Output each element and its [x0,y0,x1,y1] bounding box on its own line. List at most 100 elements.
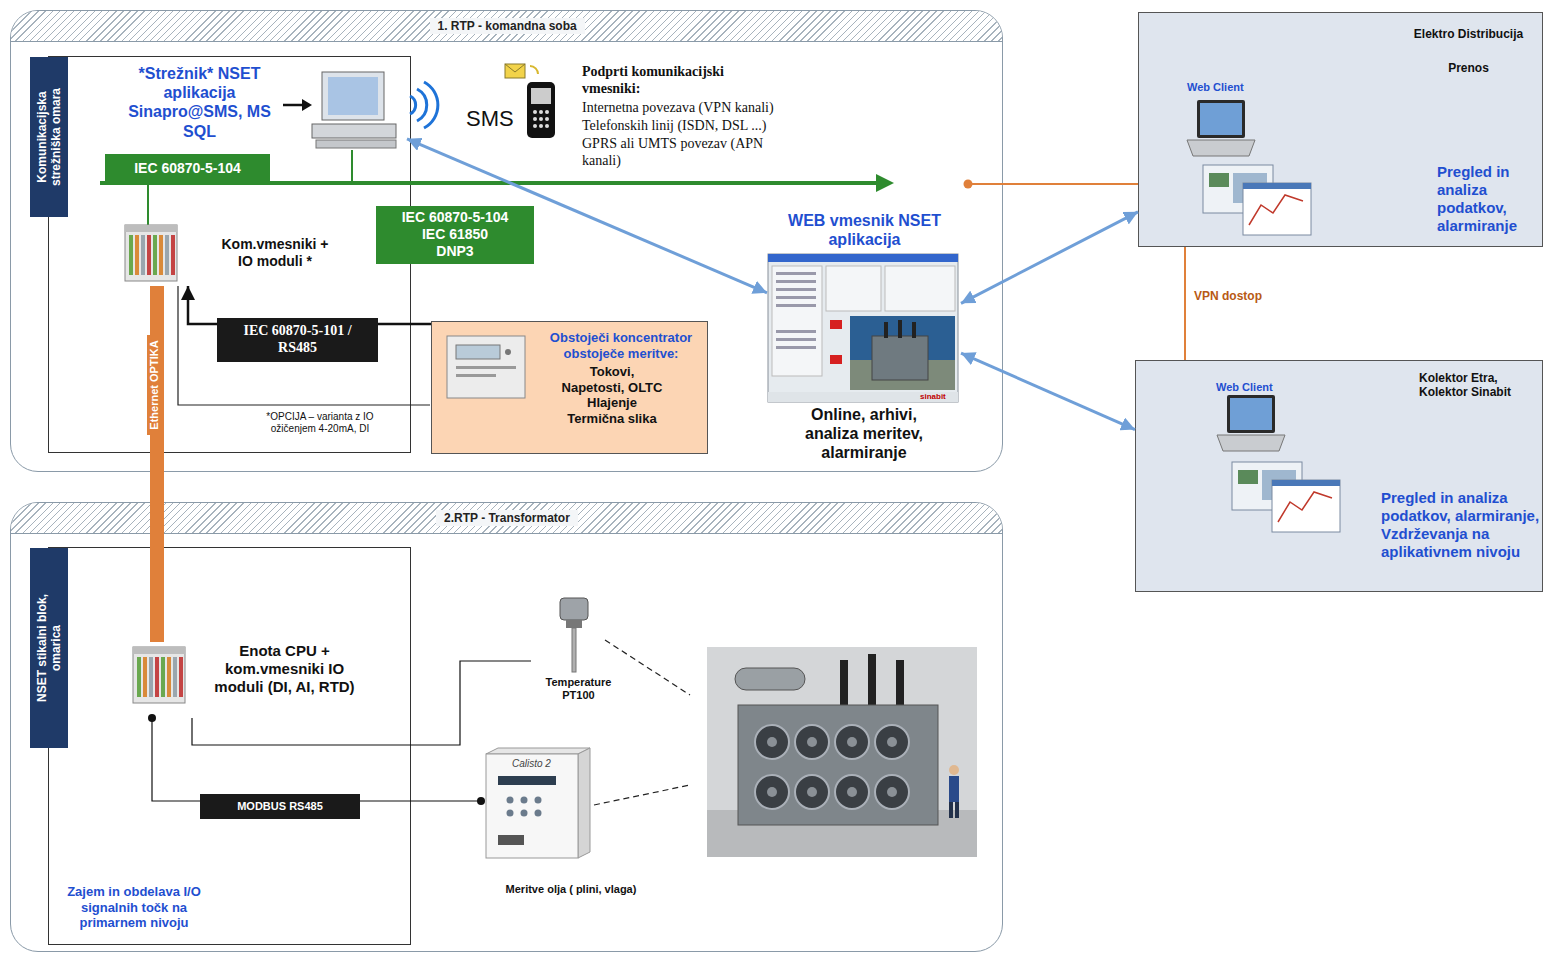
node-text: WEB vmesnik NSET aplikacija [787,211,942,249]
node-text: Online, arhivi, analiza meritev, alarmir… [789,405,939,463]
text-slot: MODBUS RS485 [200,794,360,819]
text-slot: *OPCIJA – varianta z IO ožičenjem 4-20mA… [245,411,395,435]
annotation-label: sinabit [920,392,946,402]
node-text: Pregled in analiza podatkov, alarmiranje [1437,163,1542,235]
connector-label: IEC 60870-5-101 / RS485 [217,318,378,362]
node-text: Tokovi, Napetosti, OLTC Hlajenje Termičn… [557,364,667,426]
text-slot: Meritve olja ( plini, vlaga) [481,883,661,896]
connector [1184,247,1186,360]
text-slot: Zajem in obdelava I/O signalnih točk na … [59,884,209,931]
wireless-symbol [410,82,438,128]
annotation-label: Podprti komunikacijski vmesniki: [582,64,757,98]
text-slot: Prenos [1401,61,1536,75]
text-slot: Internetna povezava (VPN kanali) [582,100,822,117]
bus-drop [351,150,353,183]
text-slot: Temperature PT100 [531,676,626,702]
text-slot: Kom.vmesniki + IO moduli * [214,236,336,270]
node-text: *Strežnik* NSET aplikacija Sinapro@SMS, … [112,64,287,141]
text-slot: Telefonskih linij (ISDN, DSL ...) [582,118,822,135]
junction-dot [964,180,973,189]
region-title: 1. RTP - komandna soba [430,18,585,34]
node-text: IEC 61850 [376,226,534,243]
text-slot: Web Client [1216,381,1316,394]
junction-dot [477,797,485,805]
bus-arrowhead [876,174,894,192]
node-text: Temperature PT100 [531,676,626,702]
web-application-screenshot [768,254,958,402]
annotation-label: Calisto 2 [512,758,551,770]
cabinet-tab: NSET stikalni blok, omarica [30,548,68,748]
text-slot: Podprti komunikacijski vmesniki: [582,64,757,98]
optional-io-wire [178,286,430,405]
node-text: Kom.vmesniki + IO moduli * [214,236,336,270]
text-slot: Pregled in analiza podatkov, alarmiranje [1437,163,1542,235]
node-text: IEC 60870-5-104 [376,209,534,226]
text-slot: GPRS ali UMTS povezav (APN kanali) [582,136,787,170]
node-text: DNP3 [376,243,534,260]
node-text: Prenos [1401,61,1536,75]
node-text: Obstoječi koncentrator obstoječe meritve… [537,330,705,361]
text-slot: VPN dostop [1192,288,1264,304]
ethernet-bus [100,150,894,225]
text-slot: Enota CPU + kom.vmesniki IO moduli (DI, … [212,642,357,696]
text-slot: NSET stikalni blok, omarica [0,629,149,667]
text-slot: SMS [466,106,514,132]
junction-dot [148,714,156,722]
node-text: Enota CPU + kom.vmesniki IO moduli (DI, … [212,642,357,696]
text-slot: Komunikacijska strežniška omara [0,118,129,156]
text-slot: IEC 61850 [376,226,534,243]
connector-label: MODBUS RS485 [200,794,360,819]
concentrator-device-icon [447,336,525,398]
text-slot: Ethernet OPTIKA [105,377,205,393]
cpu-module-icon [133,647,185,703]
vpn-link-line [972,183,1138,185]
node-text: Pregled in analiza podatkov, alarmiranje… [1381,489,1541,561]
connector [152,718,481,801]
server-computer-icon [283,72,396,148]
connector [961,353,1135,430]
bus-line [100,181,878,185]
node-text: Elektro Distribucija [1401,27,1536,41]
protocol-tag: IEC 60870-5-104IEC 61850DNP3 [376,206,534,264]
io-module-icon [125,225,177,281]
text-slot: Calisto 2 [512,758,551,770]
connector [961,212,1138,303]
region-title: 2.RTP - Transformator [436,510,578,526]
text-slot: Kolektor Etra, Kolektor Sinabit [1419,371,1539,400]
text-slot: sinabit [920,392,946,402]
oil-analyzer-device-icon [486,748,590,858]
node-text: Meritve olja ( plini, vlaga) [481,883,661,896]
text-slot: IEC 60870-5-104 [376,209,534,226]
node-text: Web Client [1187,81,1287,94]
connector-label: Ethernet OPTIKA [147,335,163,435]
text-slot: WEB vmesnik NSET aplikacija [787,211,942,249]
connector-label: VPN dostop [1192,288,1264,304]
leader-line [605,640,690,695]
bus-drop [147,185,149,225]
leader-line [594,785,690,805]
node-text: Web Client [1216,381,1316,394]
annotation-label: Telefonskih linij (ISDN, DSL ...) [582,118,822,135]
annotation-label: GPRS ali UMTS povezav (APN kanali) [582,136,787,170]
text-slot: Obstoječi koncentrator obstoječe meritve… [537,330,705,361]
node-text: Kolektor Etra, Kolektor Sinabit [1419,371,1539,400]
client-site-box: Kolektor Etra, Kolektor Sinabit Web Clien… [1135,360,1543,592]
cabinet-box: NSET stikalni blok, omaricaZajem in obde… [48,547,411,945]
text-slot: IEC 60870-5-101 / RS485 [217,318,378,362]
text-slot: 1. RTP - komandna soba [430,18,585,34]
text-slot: IEC 60870-5-104 [105,160,270,177]
annotation-label: Internetna povezava (VPN kanali) [582,100,822,117]
laptop-icon [1217,395,1285,451]
text-slot: *Strežnik* NSET aplikacija Sinapro@SMS, … [112,64,287,141]
node-text: Zajem in obdelava I/O signalnih točk na … [59,884,209,931]
annotation-label: SMS [466,106,514,132]
pt100-sensor-icon [560,598,588,672]
node-text: IEC 60870-5-104 [105,160,270,177]
text-slot: DNP3 [376,243,534,260]
text-slot: 2.RTP - Transformator [436,510,578,526]
text-slot: Web Client [1187,81,1287,94]
transformer-photo [707,647,977,857]
text-slot: Tokovi, Napetosti, OLTC Hlajenje Termičn… [557,364,667,426]
cabinet-tab: Komunikacijska strežniška omara [30,57,68,217]
